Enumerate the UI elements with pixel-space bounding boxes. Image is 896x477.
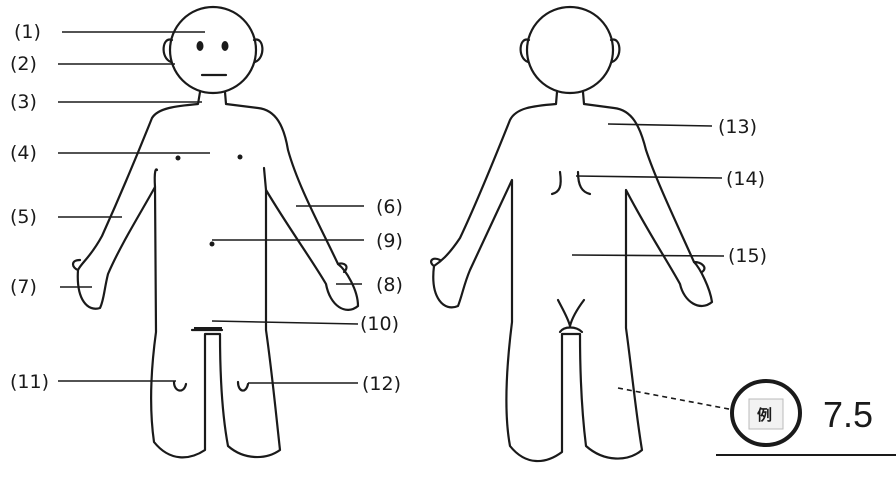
label-8: (8) — [376, 274, 403, 296]
front-armpit-right — [264, 168, 266, 190]
leader-lines — [58, 32, 734, 410]
front-knee-left — [174, 382, 186, 391]
front-figure — [73, 7, 358, 457]
front-nipple-right — [238, 155, 243, 160]
label-2: (2) — [10, 53, 37, 75]
label-10: (10) — [360, 313, 399, 335]
back-buttocks-low — [560, 328, 582, 333]
front-navel — [210, 242, 215, 247]
label-7: (7) — [10, 276, 37, 298]
front-arm-left-inner — [155, 169, 157, 187]
back-body-outline — [433, 92, 712, 461]
front-nipple-left — [176, 156, 181, 161]
label-1: (1) — [14, 21, 41, 43]
label-13: (13) — [718, 116, 757, 138]
example-marker-text: 例 — [757, 406, 772, 424]
label-14: (14) — [726, 168, 765, 190]
back-figure — [431, 7, 712, 461]
example-box: 例 7.5 — [716, 381, 896, 455]
label-11: (11) — [10, 371, 49, 393]
label-12: (12) — [362, 373, 401, 395]
label-6: (6) — [376, 196, 403, 218]
label-4: (4) — [10, 142, 37, 164]
front-knee-right — [238, 382, 248, 391]
back-head — [527, 7, 613, 93]
label-9: (9) — [376, 230, 403, 252]
label-3: (3) — [10, 91, 37, 113]
back-blade-left — [552, 172, 561, 194]
labels: (1) (2) (3) (4) (5) (6) (7) (8) (9) (10)… — [10, 21, 767, 395]
front-body-outline — [78, 92, 358, 457]
back-buttocks — [558, 300, 584, 326]
front-eye-left — [197, 41, 204, 51]
front-head — [170, 7, 256, 93]
label-15: (15) — [728, 245, 767, 267]
example-value: 7.5 — [823, 394, 873, 435]
label-5: (5) — [10, 206, 37, 228]
front-eye-right — [222, 41, 229, 51]
